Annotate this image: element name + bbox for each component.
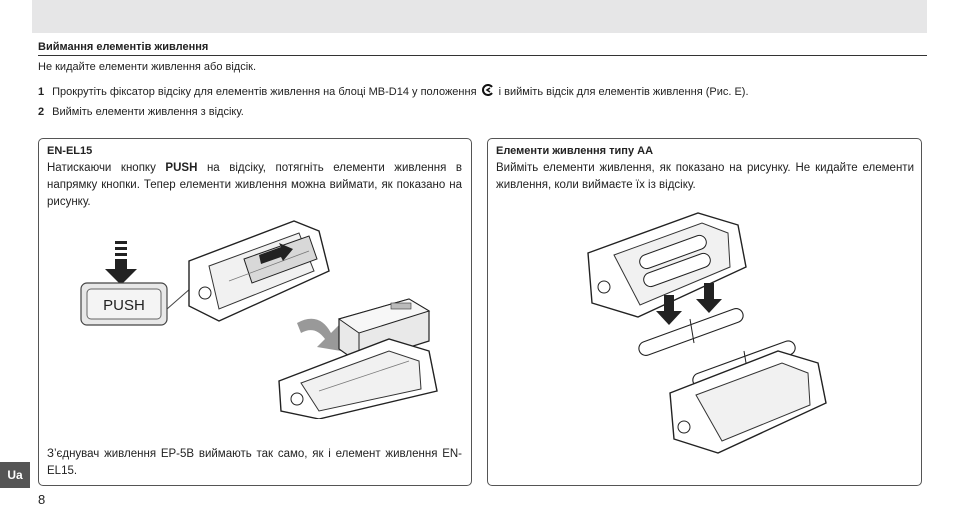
curved-arrow-icon — [297, 318, 341, 351]
text-before: Натискаючи кнопку — [47, 162, 156, 174]
box-title: Елементи живлення типу AA — [496, 145, 654, 157]
aa-removal-illustration — [587, 212, 827, 454]
push-word: PUSH — [165, 162, 198, 174]
step-text: Вийміть елементи живлення з відсіку. — [52, 106, 244, 118]
section-intro: Не кидайте елементи живлення або відсік. — [38, 61, 257, 73]
step-1: 1 Прокрутіть фіксатор відсіку для елемент… — [38, 84, 749, 98]
header-band — [32, 0, 927, 33]
step-number: 1 — [38, 86, 45, 98]
step-2: 2 Вийміть елементи живлення з відсіку. — [38, 106, 244, 118]
step-text-after: і вийміть відсік для елементів живлення … — [498, 86, 749, 98]
battery-grip-upper — [188, 220, 330, 322]
battery-grip-lower — [278, 338, 438, 419]
unlock-symbol-icon — [481, 84, 493, 96]
aa-battery-left — [638, 308, 744, 356]
aa-holder-lower — [669, 350, 827, 454]
aa-batteries-box: Елементи живлення типу AA Вийміть елемен… — [487, 138, 922, 486]
down-arrow-icon — [656, 295, 682, 325]
push-callout-label: PUSH — [103, 297, 145, 314]
text-after: на відсіку, потягніть елементи живлення … — [47, 162, 462, 208]
section-title: Виймання елементів живлення — [38, 41, 209, 53]
push-callout: PUSH — [80, 280, 200, 326]
page-number: 8 — [38, 492, 46, 507]
box-title: EN-EL15 — [47, 145, 93, 157]
en-el15-removal-illustration: PUSH — [80, 220, 438, 419]
box-footer-note: З’єднувач живлення EP-5B виймають так са… — [47, 448, 462, 477]
box-text: Вийміть елементи живлення, як показано н… — [496, 162, 914, 191]
section-rule — [38, 55, 927, 56]
en-el15-box: EN-EL15 Натискаючи кнопку PUSH на відсік… — [38, 138, 472, 486]
push-arrow-icon — [105, 241, 137, 285]
down-arrow-icon — [696, 283, 722, 313]
step-text-before: Прокрутіть фіксатор відсіку для елементі… — [52, 86, 477, 98]
box-text: Натискаючи кнопку PUSH на відсіку, потяг… — [47, 160, 462, 211]
language-tab: Ua — [0, 462, 30, 488]
step-number: 2 — [38, 106, 45, 118]
aa-holder-upper — [587, 212, 747, 318]
